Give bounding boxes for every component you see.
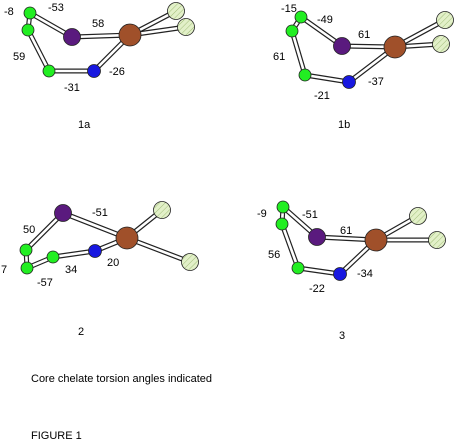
- atom-halide: [167, 2, 185, 20]
- torsion-angle: 20: [107, 257, 119, 269]
- torsion-angle: 61: [340, 225, 352, 237]
- atom-metal: [364, 228, 388, 252]
- torsion-angle: -53: [48, 2, 64, 14]
- atom-carbon: [275, 217, 289, 231]
- atom-carbon: [19, 243, 33, 257]
- torsion-angle: -8: [4, 6, 14, 18]
- atom-carbon: [46, 250, 60, 264]
- atom-carbon: [21, 23, 35, 37]
- torsion-angle: -57: [37, 277, 53, 289]
- torsion-angle: -49: [317, 14, 333, 26]
- torsion-angle: -51: [302, 209, 318, 221]
- torsion-angle: -37: [368, 76, 384, 88]
- torsion-angle: -22: [309, 283, 325, 295]
- atom-halide: [436, 11, 454, 29]
- atom-halide: [181, 253, 199, 271]
- torsion-angle: -51: [92, 207, 108, 219]
- atom-halide: [177, 18, 195, 36]
- molecule-label: 1b: [338, 119, 350, 131]
- atom-nitrogen: [88, 244, 102, 258]
- torsion-angle: 56: [268, 249, 280, 261]
- torsion-angle: -9: [257, 208, 267, 220]
- torsion-angle: 50: [23, 224, 35, 236]
- atom-selenium: [333, 37, 351, 55]
- atom-halide: [153, 201, 171, 219]
- torsion-angle: 7: [1, 264, 7, 276]
- atom-carbon: [298, 68, 312, 82]
- atom-nitrogen: [333, 267, 347, 281]
- torsion-angle: -31: [64, 82, 80, 94]
- atom-carbon: [285, 24, 299, 38]
- figure-label: FIGURE 1: [31, 430, 82, 440]
- atom-carbon: [42, 64, 56, 78]
- atom-halide: [409, 207, 427, 225]
- torsion-angle: -21: [314, 90, 330, 102]
- torsion-angle: 59: [13, 51, 25, 63]
- atom-halide: [432, 35, 450, 53]
- torsion-angle: -15: [281, 3, 297, 15]
- atom-metal: [115, 226, 139, 250]
- molecule-label: 3: [339, 330, 345, 342]
- torsion-angle: -26: [109, 66, 125, 78]
- atom-halide: [428, 231, 446, 249]
- torsion-angle: 34: [65, 264, 77, 276]
- atom-carbon: [23, 6, 37, 20]
- molecule-1a: -8 -53 58 59 -26 -31 1a: [4, 2, 195, 131]
- bonds: [289, 14, 448, 85]
- torsion-angle: -34: [357, 268, 373, 280]
- atom-selenium: [63, 28, 81, 46]
- bonds: [25, 8, 189, 74]
- atom-carbon: [291, 261, 305, 275]
- torsion-angle: 61: [273, 51, 285, 63]
- atom-metal: [383, 35, 407, 59]
- molecule-label: 1a: [78, 119, 91, 131]
- atom-nitrogen: [87, 64, 101, 78]
- atom-selenium: [308, 228, 326, 246]
- atom-carbon: [276, 200, 290, 214]
- caption: Core chelate torsion angles indicated: [31, 373, 212, 385]
- molecule-1b: -15 -49 61 61 -37 -21 1b: [273, 3, 454, 131]
- atom-carbon: [294, 10, 308, 24]
- molecule-3: -9 -51 61 56 -34 -22 3: [257, 200, 446, 342]
- atom-selenium: [54, 204, 72, 222]
- torsion-angle: 61: [358, 29, 370, 41]
- torsion-angle: 58: [92, 18, 104, 30]
- molecule-2: -51 50 7 34 20 -57 2: [1, 201, 199, 338]
- molecule-label: 2: [78, 326, 84, 338]
- atom-metal: [118, 23, 142, 47]
- atom-nitrogen: [342, 75, 356, 89]
- atom-carbon: [20, 261, 34, 275]
